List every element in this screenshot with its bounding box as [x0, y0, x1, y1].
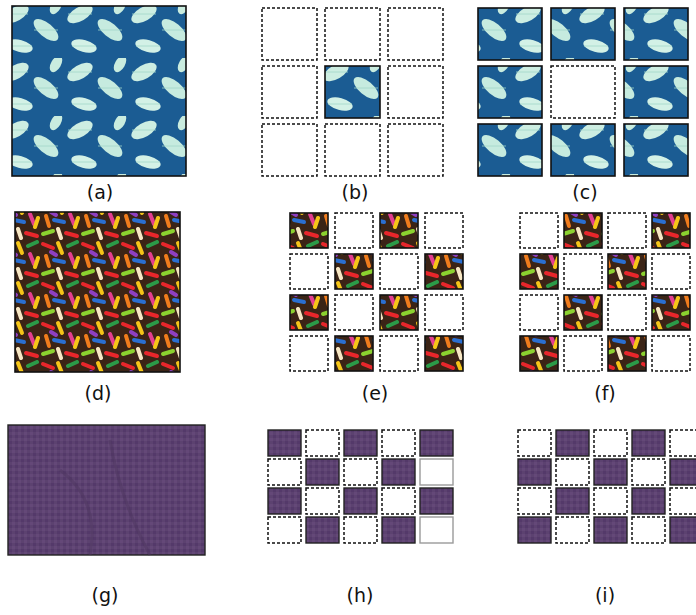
panel-label: (b) [342, 181, 369, 203]
panel-label: (g) [92, 584, 119, 606]
panel-label: (d) [85, 382, 112, 404]
panel-label: (h) [347, 584, 374, 606]
panel-label: (e) [362, 382, 389, 404]
panel-label: (a) [87, 181, 113, 203]
panel-label: (c) [572, 181, 597, 203]
panel-label: (i) [595, 584, 615, 606]
panel-label: (f) [594, 382, 616, 404]
